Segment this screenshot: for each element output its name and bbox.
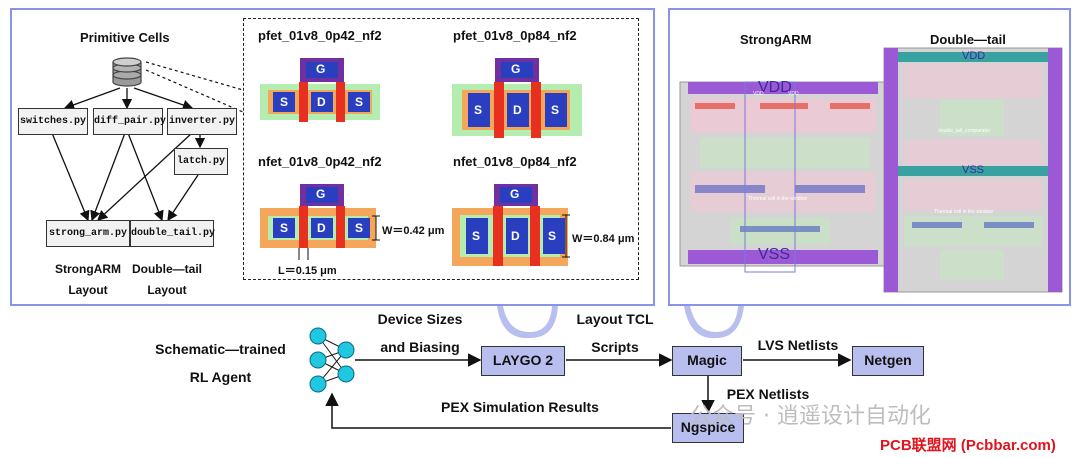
width-042-annotation: W＝0.42 μm [382,225,445,237]
watermark-text: 公众号 · 逍遥设计自动化 [690,404,931,429]
nfet-084-layout [452,184,568,266]
rl-agent-label-2: RL Agent [189,369,252,385]
pfet-084-title: pfet_01v8_0p84_nf2 [453,28,577,43]
nfet-042-source2-label: S [355,221,364,235]
nfet-042-source-label: S [280,221,289,235]
layout-tcl-label-2: Scripts [591,339,639,355]
pfet-084-drain-label: D [513,103,522,117]
strongarm-vdd-small-2: VDD [788,91,799,97]
doubletail-layout-label-1: Double—tail [131,262,202,276]
laygo-box[interactable]: LAYGO 2 [481,346,565,376]
pfet-042-drain-label: D [317,95,326,109]
strongarm-vdd-small-1: VDD [753,91,764,97]
doubletail-comparator-label: double_tail_comparator [938,128,991,134]
pfet-084-source-label: S [474,103,483,117]
pex-netlists-label: PEX Netlists [726,386,810,402]
file-inverter-py[interactable]: inverter.py [167,108,237,135]
pfet-084-source2-label: S [551,103,560,117]
doubletail-vss-label: VSS [962,164,985,176]
nfet-084-drain-label: D [511,229,520,243]
nfet-084-gate-label: G [510,187,520,201]
pfet-042-layout [260,58,380,122]
magic-box[interactable]: Magic [672,346,742,376]
watermark-brand: PCB联盟网 (Pcbbar.com) [880,437,1056,454]
strongarm-layout-label-1: StrongARM [55,262,121,276]
file-switches-py[interactable]: switches.py [18,108,88,135]
file-latch-py[interactable]: latch.py [174,148,228,175]
nfet-042-layout [260,184,376,248]
rl-agent-label-1: Schematic—trained [155,341,286,357]
pfet-042-title: pfet_01v8_0p42_nf2 [258,28,382,43]
file-diff-pair-py[interactable]: diff_pair.py [93,108,166,135]
transistor-cells-box [243,18,639,280]
nfet-084-title: nfet_01v8_0p84_nf2 [453,154,577,169]
doubletail-tail-label: Thermal cell in the window [934,209,993,215]
nfet-042-title: nfet_01v8_0p42_nf2 [258,154,382,169]
ngspice-box[interactable]: Ngspice [672,413,744,443]
doubletail-layout-label-2: Layout [147,283,187,297]
pfet-084-layout [452,58,582,138]
primitive-cells-title: Primitive Cells [80,30,170,45]
strongarm-vdd-label: VDD [758,79,792,96]
strongarm-layout-title: StrongARM [740,32,812,47]
strongarm-tail-label: Thermal cell in the window [748,196,807,202]
nfet-042-gate-label: G [316,187,326,201]
layout-tcl-label-1: Layout TCL [576,311,654,327]
lvs-netlists-label: LVS Netlists [757,337,839,353]
pfet-042-gate-label: G [316,62,326,76]
strongarm-vss-label: VSS [758,246,791,263]
device-sizes-label-1: Device Sizes [377,311,463,327]
doubletail-layout-title: Double—tail [930,32,1006,47]
pex-simulation-results-label: PEX Simulation Results [441,399,599,415]
doubletail-vdd-label: VDD [962,50,986,62]
length-annotation: L＝0.15 μm [278,265,337,277]
pfet-084-gate-label: G [511,62,521,76]
width-084-annotation: W＝0.84 μm [572,233,635,245]
nfet-042-drain-label: D [317,221,326,235]
netgen-box[interactable]: Netgen [852,346,924,376]
file-strong-arm-py[interactable]: strong_arm.py [46,220,130,247]
device-sizes-label-2: and Biasing [380,339,460,355]
file-double-tail-py[interactable]: double_tail.py [130,220,215,247]
nfet-084-source-label: S [472,229,481,243]
nfet-084-source2-label: S [548,229,557,243]
pfet-042-source-label: S [280,95,289,109]
pfet-042-source2-label: S [355,95,364,109]
strongarm-layout-label-2: Layout [68,283,108,297]
